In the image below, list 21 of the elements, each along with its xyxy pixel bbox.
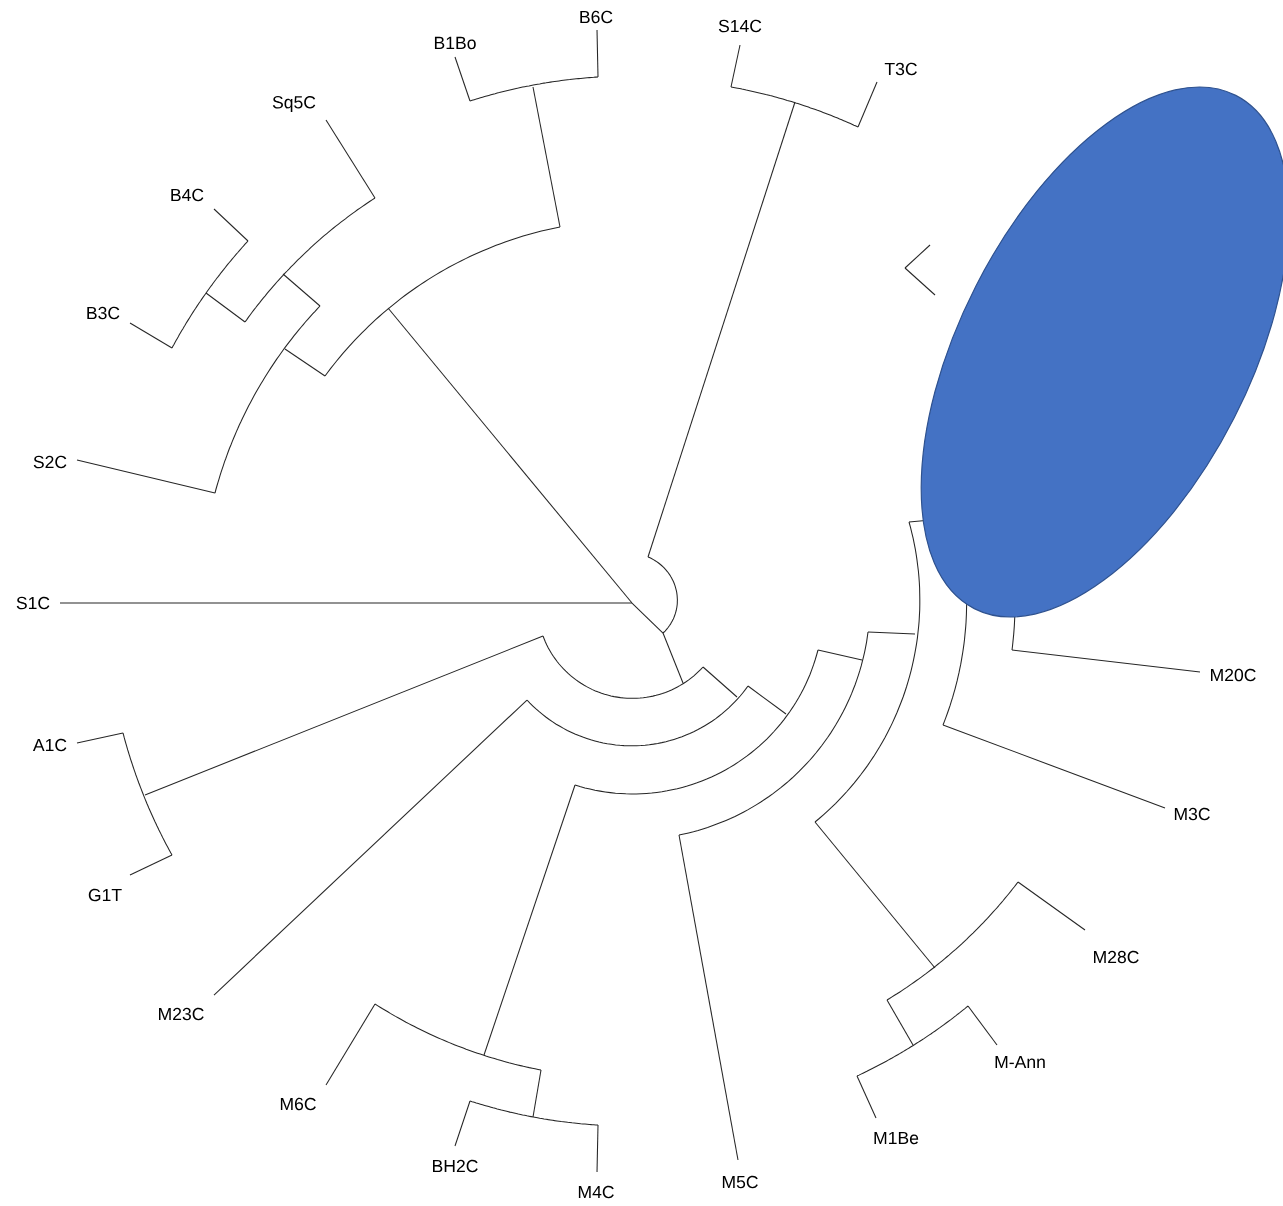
leaf-label: M-Ann — [995, 1055, 1045, 1069]
leaf-label: M3C — [1174, 807, 1210, 821]
leaf-label: M5C — [722, 1175, 758, 1189]
leaf-label: S14C — [718, 19, 762, 33]
leaf-label: B3C — [87, 306, 120, 320]
leaf-label: M20C — [1211, 668, 1256, 682]
leaf-label: M1Be — [874, 1131, 919, 1145]
leaf-label: M4C — [578, 1185, 614, 1199]
leaf-label: BH2C — [433, 1159, 478, 1173]
leaf-label: Sq5C — [272, 96, 316, 112]
leaf-label: B1Bo — [434, 36, 476, 50]
leaf-label: A1C — [32, 738, 67, 752]
leaf-label: S1C — [16, 596, 50, 610]
leaf-label: S2C — [33, 455, 67, 469]
leaf-label: M6C — [280, 1097, 316, 1111]
leaf-label: G1T — [88, 888, 122, 902]
leaf-label: M23C — [159, 1007, 204, 1021]
leaf-label: B4C — [171, 188, 204, 202]
leaf-label: B6C — [580, 10, 613, 24]
leaf-label: T3C — [884, 62, 917, 76]
leaf-label: M28C — [1094, 950, 1139, 964]
